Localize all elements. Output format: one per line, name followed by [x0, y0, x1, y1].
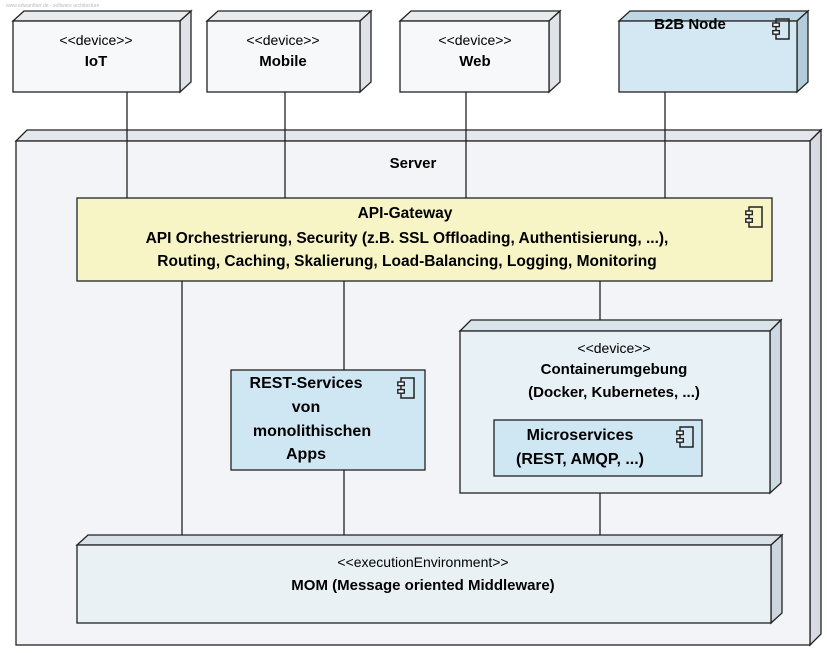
device-iot-stereotype: <<device>>	[59, 32, 132, 48]
rest-services-line-1: REST-Services	[250, 375, 363, 392]
device-web-name: Web	[459, 53, 490, 70]
device-mobile-stereotype: <<device>>	[246, 32, 319, 48]
container-stereotype: <<device>>	[577, 340, 650, 356]
b2b-node[interactable]: B2B Node	[617, 9, 810, 94]
container-detail: (Docker, Kubernetes, ...)	[528, 384, 700, 401]
rest-services-line-2: von	[292, 399, 320, 416]
server-title: Server	[390, 155, 437, 172]
device-iot[interactable]: <<device>> IoT	[11, 9, 193, 94]
connectors	[126, 92, 666, 535]
b2b-node-title: B2B Node	[654, 16, 726, 33]
mom-execution-environment[interactable]: <<executionEnvironment>> MOM (Message or…	[75, 533, 784, 625]
api-gateway-line-1: API Orchestrierung, Security (z.B. SSL O…	[146, 230, 669, 247]
rest-services-line-4: Apps	[286, 446, 326, 463]
microservices-detail: (REST, AMQP, ...)	[516, 451, 644, 468]
device-mobile-name: Mobile	[259, 53, 307, 70]
device-iot-name: IoT	[85, 53, 108, 70]
device-mobile[interactable]: <<device>> Mobile	[205, 9, 373, 94]
microservices-name: Microservices	[527, 427, 634, 444]
device-web-stereotype: <<device>>	[438, 32, 511, 48]
mom-stereotype: <<executionEnvironment>>	[337, 554, 508, 570]
watermark-text: www.edwardtarr.de - software architectur…	[6, 3, 100, 9]
api-gateway-component[interactable]: API-Gateway API Orchestrierung, Security…	[76, 197, 773, 282]
api-gateway-line-2: Routing, Caching, Skalierung, Load-Balan…	[157, 253, 656, 270]
device-web[interactable]: <<device>> Web	[398, 9, 562, 94]
rest-services-component[interactable]: REST-Services von monolithischen Apps	[230, 369, 426, 471]
mom-name: MOM (Message oriented Middleware)	[291, 577, 554, 594]
api-gateway-title: API-Gateway	[358, 205, 453, 222]
microservices-component[interactable]: Microservices (REST, AMQP, ...)	[493, 419, 703, 477]
container-name: Containerumgebung	[541, 361, 688, 378]
rest-services-line-3: monolithischen	[253, 423, 371, 440]
